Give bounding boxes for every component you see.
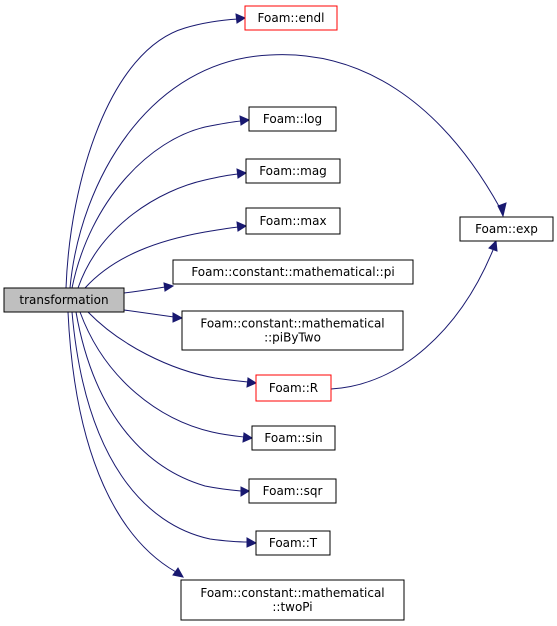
node-box[interactable]	[172, 259, 414, 285]
node-log[interactable]: Foam::log	[248, 106, 337, 132]
edge-transformation-to-sin	[79, 311, 254, 443]
arrowhead-icon	[488, 239, 498, 252]
node-label: Foam::log	[263, 112, 322, 126]
node-max[interactable]: Foam::max	[245, 207, 341, 235]
edge-line	[123, 309, 175, 318]
node-box[interactable]	[251, 425, 336, 451]
node-twoPi[interactable]: Foam::constant::mathematical::twoPi	[180, 579, 405, 621]
node-label: Foam::T	[269, 536, 318, 550]
node-label: Foam::R	[269, 381, 318, 395]
edge-transformation-to-mag	[77, 168, 248, 289]
node-label: Foam::mag	[259, 164, 327, 178]
edge-transformation-to-twoPi	[67, 311, 184, 578]
node-label: Foam::constant::mathematical::pi	[191, 265, 394, 279]
node-label: Foam::endl	[258, 11, 325, 25]
node-box[interactable]	[245, 158, 341, 184]
edge-transformation-to-R	[87, 311, 258, 388]
node-transformation[interactable]: transformation	[3, 287, 125, 313]
edge-R-to-exp	[330, 239, 498, 390]
arrowhead-icon	[236, 221, 248, 232]
node-label: Foam::sin	[264, 431, 322, 445]
edge-line	[87, 311, 249, 383]
edge-line	[69, 54, 501, 289]
node-label: Foam::sqr	[263, 484, 323, 498]
arrowhead-icon	[246, 537, 258, 548]
node-label: transformation	[19, 293, 108, 307]
node-box[interactable]	[248, 478, 337, 504]
edge-transformation-to-exp	[69, 54, 507, 289]
node-box[interactable]	[181, 310, 404, 351]
node-T[interactable]: Foam::T	[255, 530, 331, 556]
edge-transformation-to-max	[84, 221, 248, 289]
node-box[interactable]	[180, 579, 405, 621]
edge-transformation-to-T	[71, 311, 258, 548]
node-sin[interactable]: Foam::sin	[251, 425, 336, 451]
arrowhead-icon	[240, 486, 251, 497]
node-box[interactable]	[244, 5, 338, 31]
edge-line	[71, 311, 249, 543]
arrowhead-icon	[172, 312, 184, 323]
node-exp[interactable]: Foam::exp	[459, 216, 554, 242]
node-box[interactable]	[255, 530, 331, 556]
arrowhead-icon	[246, 377, 258, 388]
edge-line	[123, 286, 166, 294]
node-box[interactable]	[255, 374, 332, 402]
node-label: Foam::constant::mathematical	[200, 586, 384, 600]
edge-transformation-to-endl	[65, 13, 247, 289]
arrowhead-icon	[235, 13, 247, 24]
edge-line	[79, 311, 245, 438]
edge-line	[67, 311, 177, 573]
edge-transformation-to-sqr	[75, 311, 251, 497]
arrowhead-icon	[172, 567, 184, 578]
node-label: Foam::max	[259, 214, 326, 228]
node-label: ::twoPi	[272, 600, 312, 614]
node-mag[interactable]: Foam::mag	[245, 158, 341, 184]
node-endl[interactable]: Foam::endl	[244, 5, 338, 31]
arrowhead-icon	[239, 115, 251, 126]
arrowhead-icon	[163, 282, 175, 292]
node-box[interactable]	[248, 106, 337, 132]
arrowhead-icon	[236, 168, 248, 179]
node-R[interactable]: Foam::R	[255, 374, 332, 402]
node-piByTwo[interactable]: Foam::constant::mathematical::piByTwo	[181, 310, 404, 351]
edge-line	[77, 173, 239, 289]
edge-line	[71, 120, 242, 289]
node-sqr[interactable]: Foam::sqr	[248, 478, 337, 504]
edges-layer	[65, 13, 507, 578]
node-label: Foam::exp	[475, 222, 538, 236]
arrowhead-icon	[242, 432, 254, 443]
node-box[interactable]	[3, 287, 125, 313]
edge-line	[65, 18, 239, 289]
edge-transformation-to-piByTwo	[123, 309, 184, 323]
edge-transformation-to-log	[71, 115, 251, 289]
edge-line	[75, 311, 242, 492]
node-pi[interactable]: Foam::constant::mathematical::pi	[172, 259, 414, 285]
node-label: ::piByTwo	[264, 331, 321, 345]
node-box[interactable]	[459, 216, 554, 242]
node-label: Foam::constant::mathematical	[200, 317, 384, 331]
edge-line	[84, 226, 239, 289]
edge-line	[330, 249, 494, 390]
edge-transformation-to-pi	[123, 282, 175, 294]
node-box[interactable]	[245, 207, 341, 235]
arrowhead-icon	[497, 202, 507, 218]
